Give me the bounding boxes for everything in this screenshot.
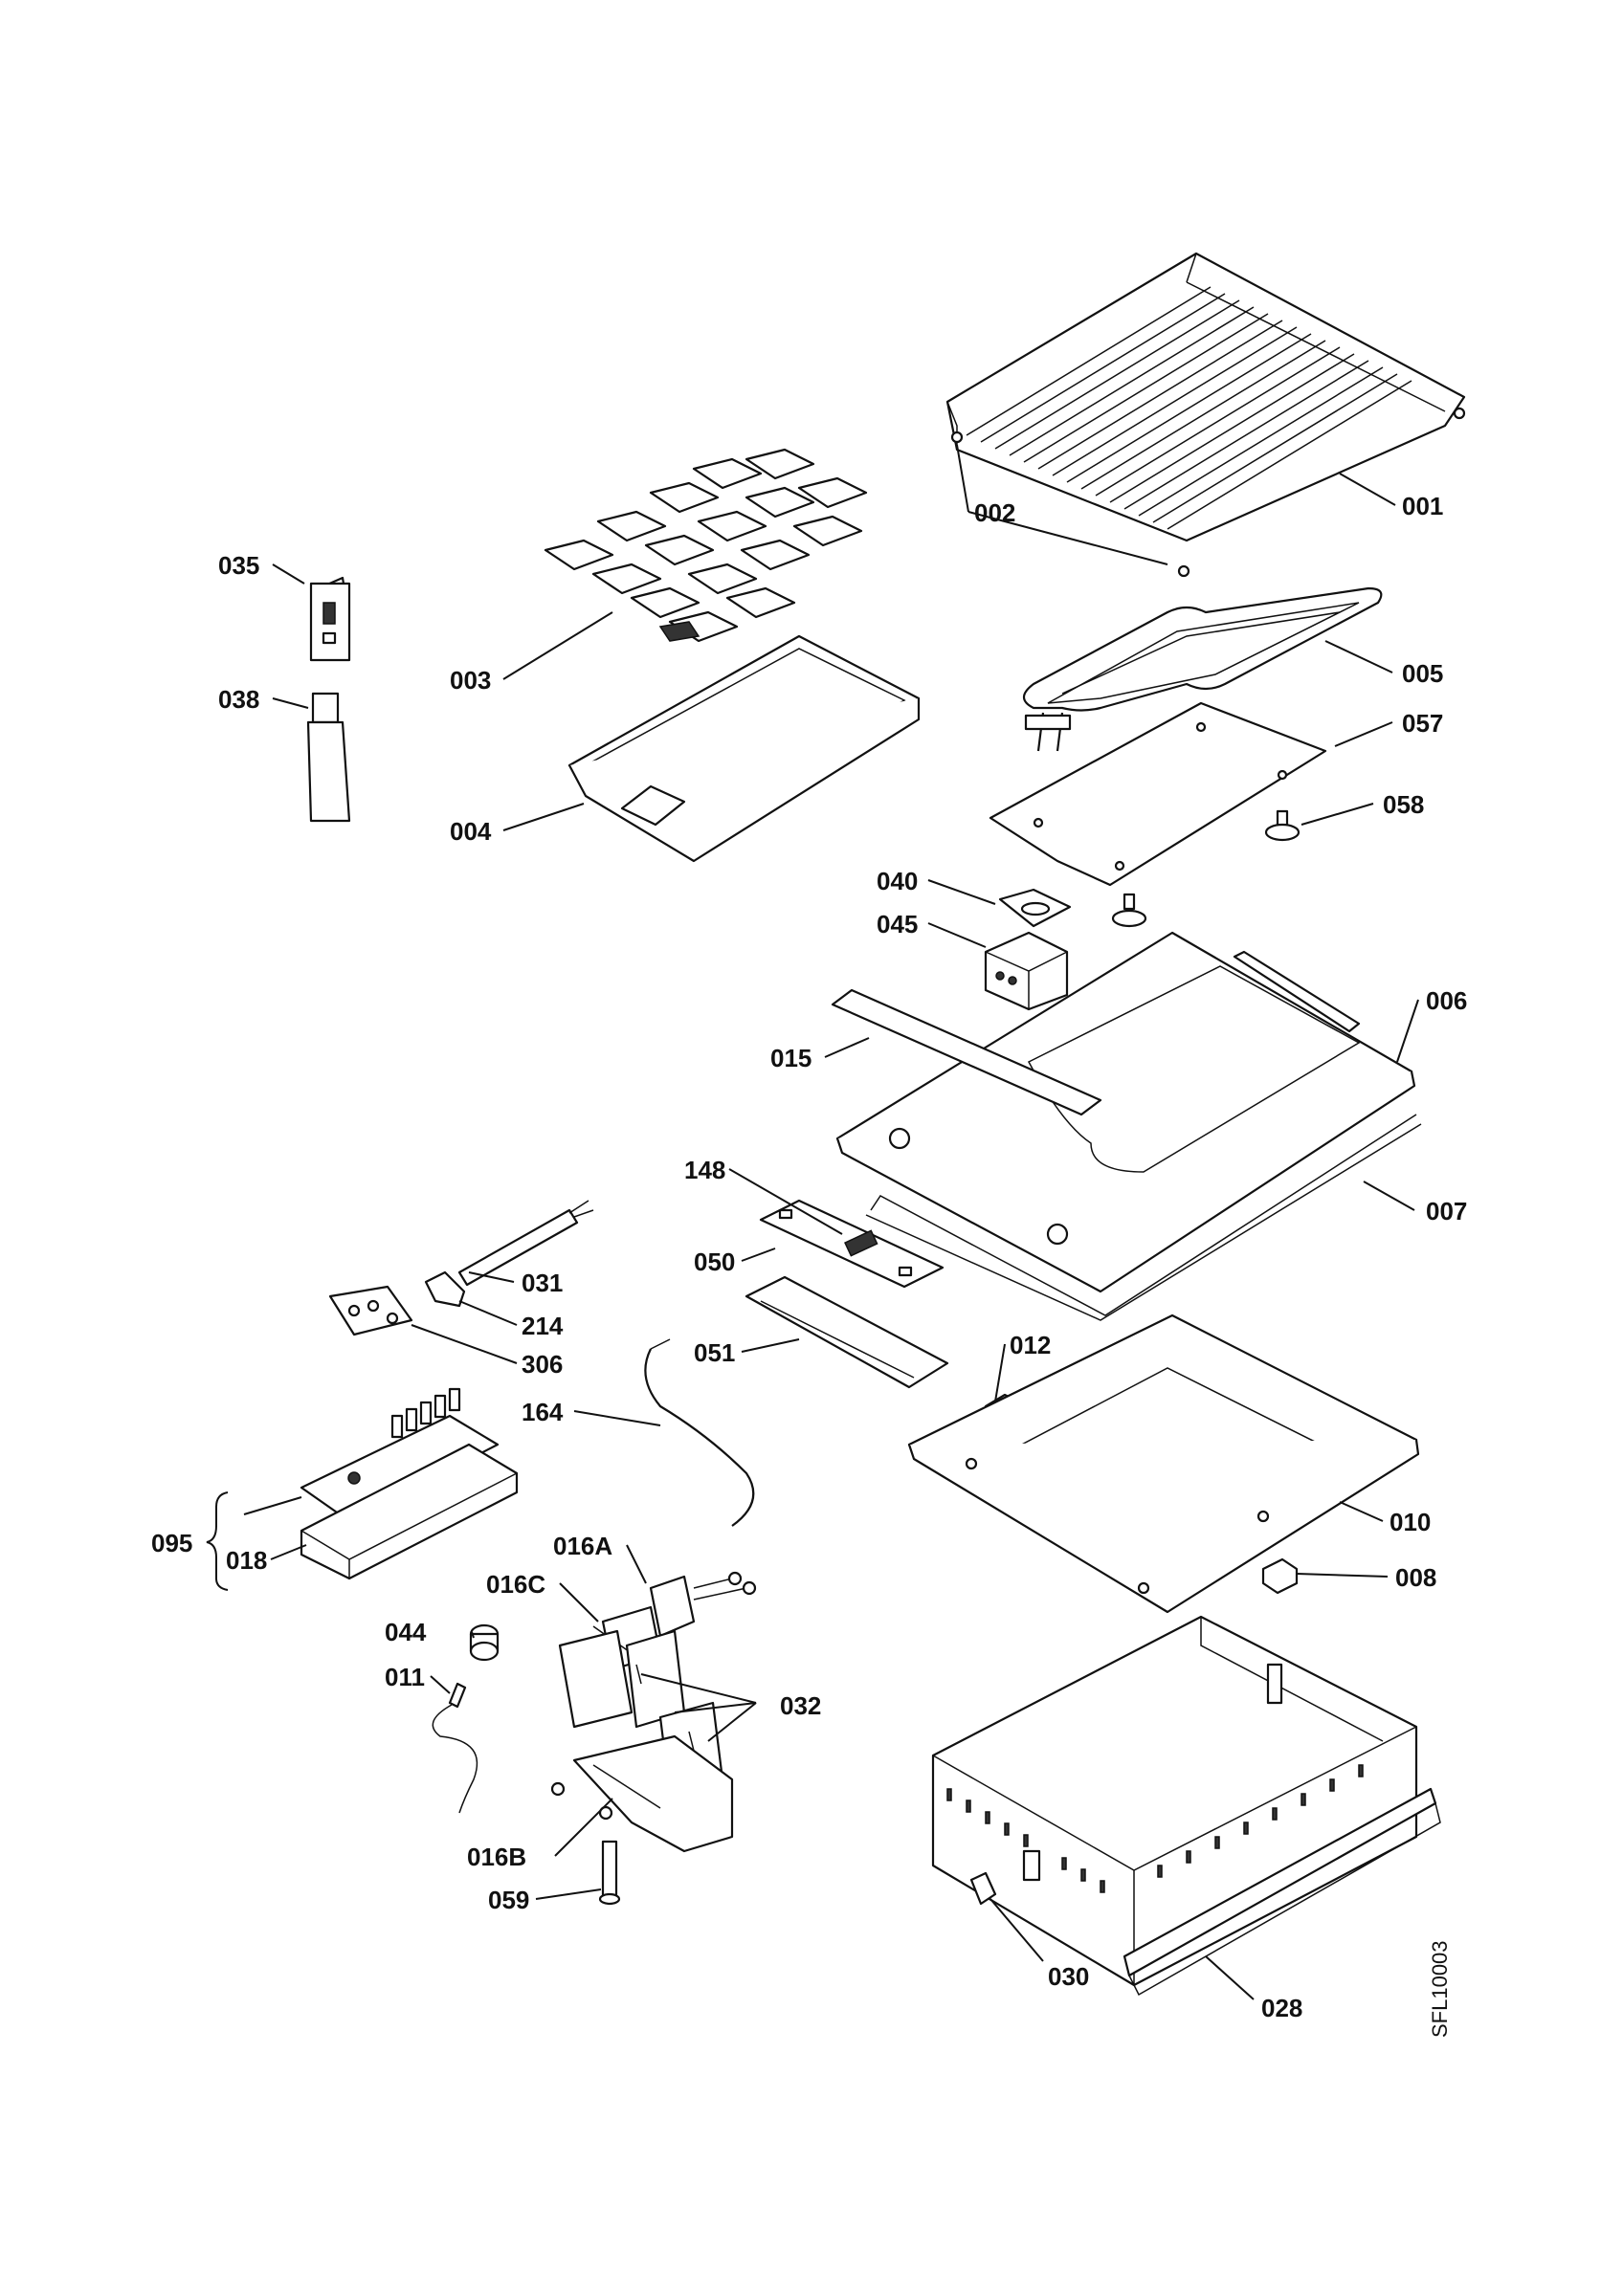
label-050: 050 bbox=[694, 1247, 735, 1276]
label-044: 044 bbox=[385, 1618, 427, 1646]
label-030: 030 bbox=[1048, 1962, 1089, 1991]
drawing-code: SFL10003 bbox=[1428, 1940, 1452, 2038]
label-095: 095 bbox=[151, 1529, 192, 1557]
leader-lines bbox=[206, 444, 1419, 2000]
label-031: 031 bbox=[522, 1269, 563, 1297]
label-148: 148 bbox=[684, 1156, 725, 1184]
part-002-drawing bbox=[950, 407, 1466, 578]
part-007-drawing bbox=[865, 1114, 1422, 1321]
part-006-drawing bbox=[835, 931, 1416, 1293]
label-016A: 016A bbox=[553, 1532, 612, 1560]
label-057: 057 bbox=[1402, 709, 1443, 738]
part-003-drawing bbox=[544, 448, 868, 643]
label-005: 005 bbox=[1402, 659, 1443, 688]
label-006: 006 bbox=[1426, 986, 1467, 1015]
label-214: 214 bbox=[522, 1312, 564, 1340]
part-001-drawing bbox=[945, 252, 1466, 542]
part-214-drawing bbox=[424, 1270, 466, 1308]
label-015: 015 bbox=[770, 1044, 812, 1072]
part-016B-drawing bbox=[550, 1734, 734, 1853]
part-030-drawing bbox=[969, 1871, 997, 1906]
label-011: 011 bbox=[385, 1663, 425, 1691]
part-058-drawing bbox=[1111, 809, 1301, 928]
part-040-drawing bbox=[998, 888, 1072, 928]
part-018-drawing bbox=[300, 1443, 519, 1580]
label-045: 045 bbox=[877, 910, 918, 938]
label-040: 040 bbox=[877, 867, 918, 895]
part-035-drawing bbox=[309, 576, 351, 662]
label-016B: 016B bbox=[467, 1843, 526, 1871]
label-058: 058 bbox=[1383, 790, 1424, 819]
part-010-drawing bbox=[907, 1314, 1420, 1614]
part-164-drawing bbox=[644, 1338, 755, 1527]
part-008-drawing bbox=[1261, 1557, 1299, 1595]
part-015-drawing bbox=[831, 988, 1102, 1116]
part-057-drawing bbox=[989, 701, 1327, 887]
part-045-drawing bbox=[984, 931, 1069, 1011]
label-010: 010 bbox=[1390, 1508, 1431, 1536]
part-005-drawing bbox=[1022, 586, 1383, 752]
part-095-drawing bbox=[300, 1387, 500, 1523]
part-044-drawing bbox=[469, 1623, 500, 1662]
part-028-drawing bbox=[1123, 1787, 1441, 1997]
label-012: 012 bbox=[1010, 1331, 1051, 1359]
part-labels: 001 002 003 004 005 057 058 035 038 040 … bbox=[151, 492, 1467, 2038]
label-059: 059 bbox=[488, 1886, 529, 1914]
part-004-drawing bbox=[567, 634, 921, 863]
part-038-drawing bbox=[306, 692, 351, 823]
label-003: 003 bbox=[450, 666, 491, 695]
label-001: 001 bbox=[1402, 492, 1443, 520]
enclosure-box-drawing bbox=[931, 1615, 1418, 1987]
part-016A-drawing bbox=[649, 1571, 757, 1638]
label-038: 038 bbox=[218, 685, 259, 714]
part-306-drawing bbox=[328, 1285, 413, 1336]
part-050-drawing bbox=[759, 1199, 945, 1289]
label-007: 007 bbox=[1426, 1197, 1467, 1225]
label-164: 164 bbox=[522, 1398, 564, 1426]
label-016C: 016C bbox=[486, 1570, 545, 1599]
part-051-drawing bbox=[745, 1275, 949, 1389]
part-011-drawing bbox=[432, 1682, 478, 1814]
label-004: 004 bbox=[450, 817, 492, 846]
label-028: 028 bbox=[1261, 1994, 1302, 2022]
label-306: 306 bbox=[522, 1350, 563, 1379]
label-008: 008 bbox=[1395, 1563, 1436, 1592]
label-035: 035 bbox=[218, 551, 259, 580]
label-002: 002 bbox=[974, 498, 1015, 527]
part-031-drawing bbox=[457, 1200, 594, 1287]
label-032: 032 bbox=[780, 1691, 821, 1720]
part-059-drawing bbox=[598, 1840, 621, 1906]
label-051: 051 bbox=[694, 1338, 735, 1367]
label-018: 018 bbox=[226, 1546, 267, 1575]
